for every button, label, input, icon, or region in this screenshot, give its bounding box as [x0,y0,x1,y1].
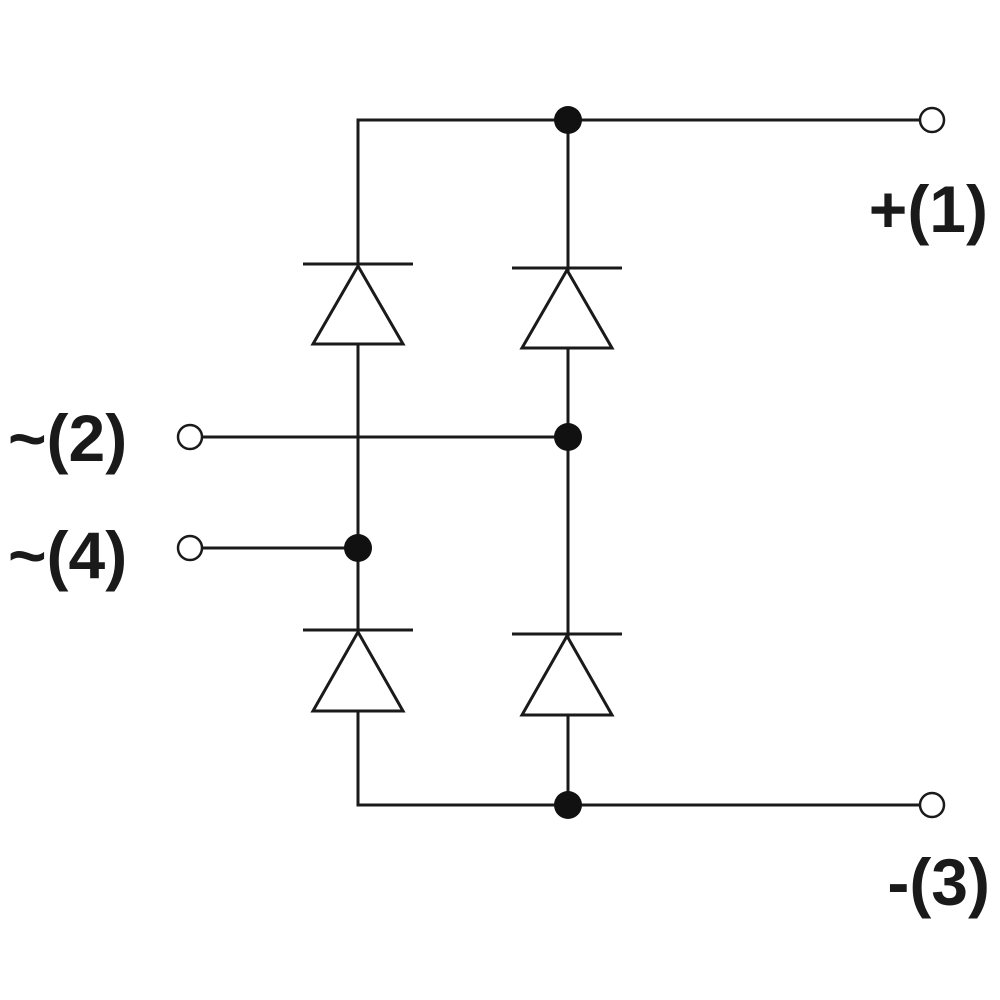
diode-lower-right [512,632,622,717]
terminal-positive [918,106,946,134]
terminal-label-positive: +(1) [869,172,988,246]
diode-triangle [310,628,406,713]
terminal-label-ac-2: ~(2) [8,401,127,475]
junction-dot-ac4 [344,534,372,562]
junction-dot-top [554,106,582,134]
junction-dot-ac2 [554,423,582,451]
diode-upper-right [512,266,622,350]
terminal-ac-2 [176,423,204,451]
positive-rail [356,118,922,382]
diode-triangle [519,266,615,350]
terminal-ac-4 [176,534,204,562]
terminal-label-ac-4: ~(4) [8,518,127,592]
terminal-label-negative: -(3) [887,845,990,919]
diode-upper-left [303,262,413,346]
junction-dot-bottom [554,791,582,819]
diode-lower-left [303,628,413,713]
diode-triangle [519,632,615,717]
terminal-negative [918,791,946,819]
diode-triangle [310,262,406,346]
